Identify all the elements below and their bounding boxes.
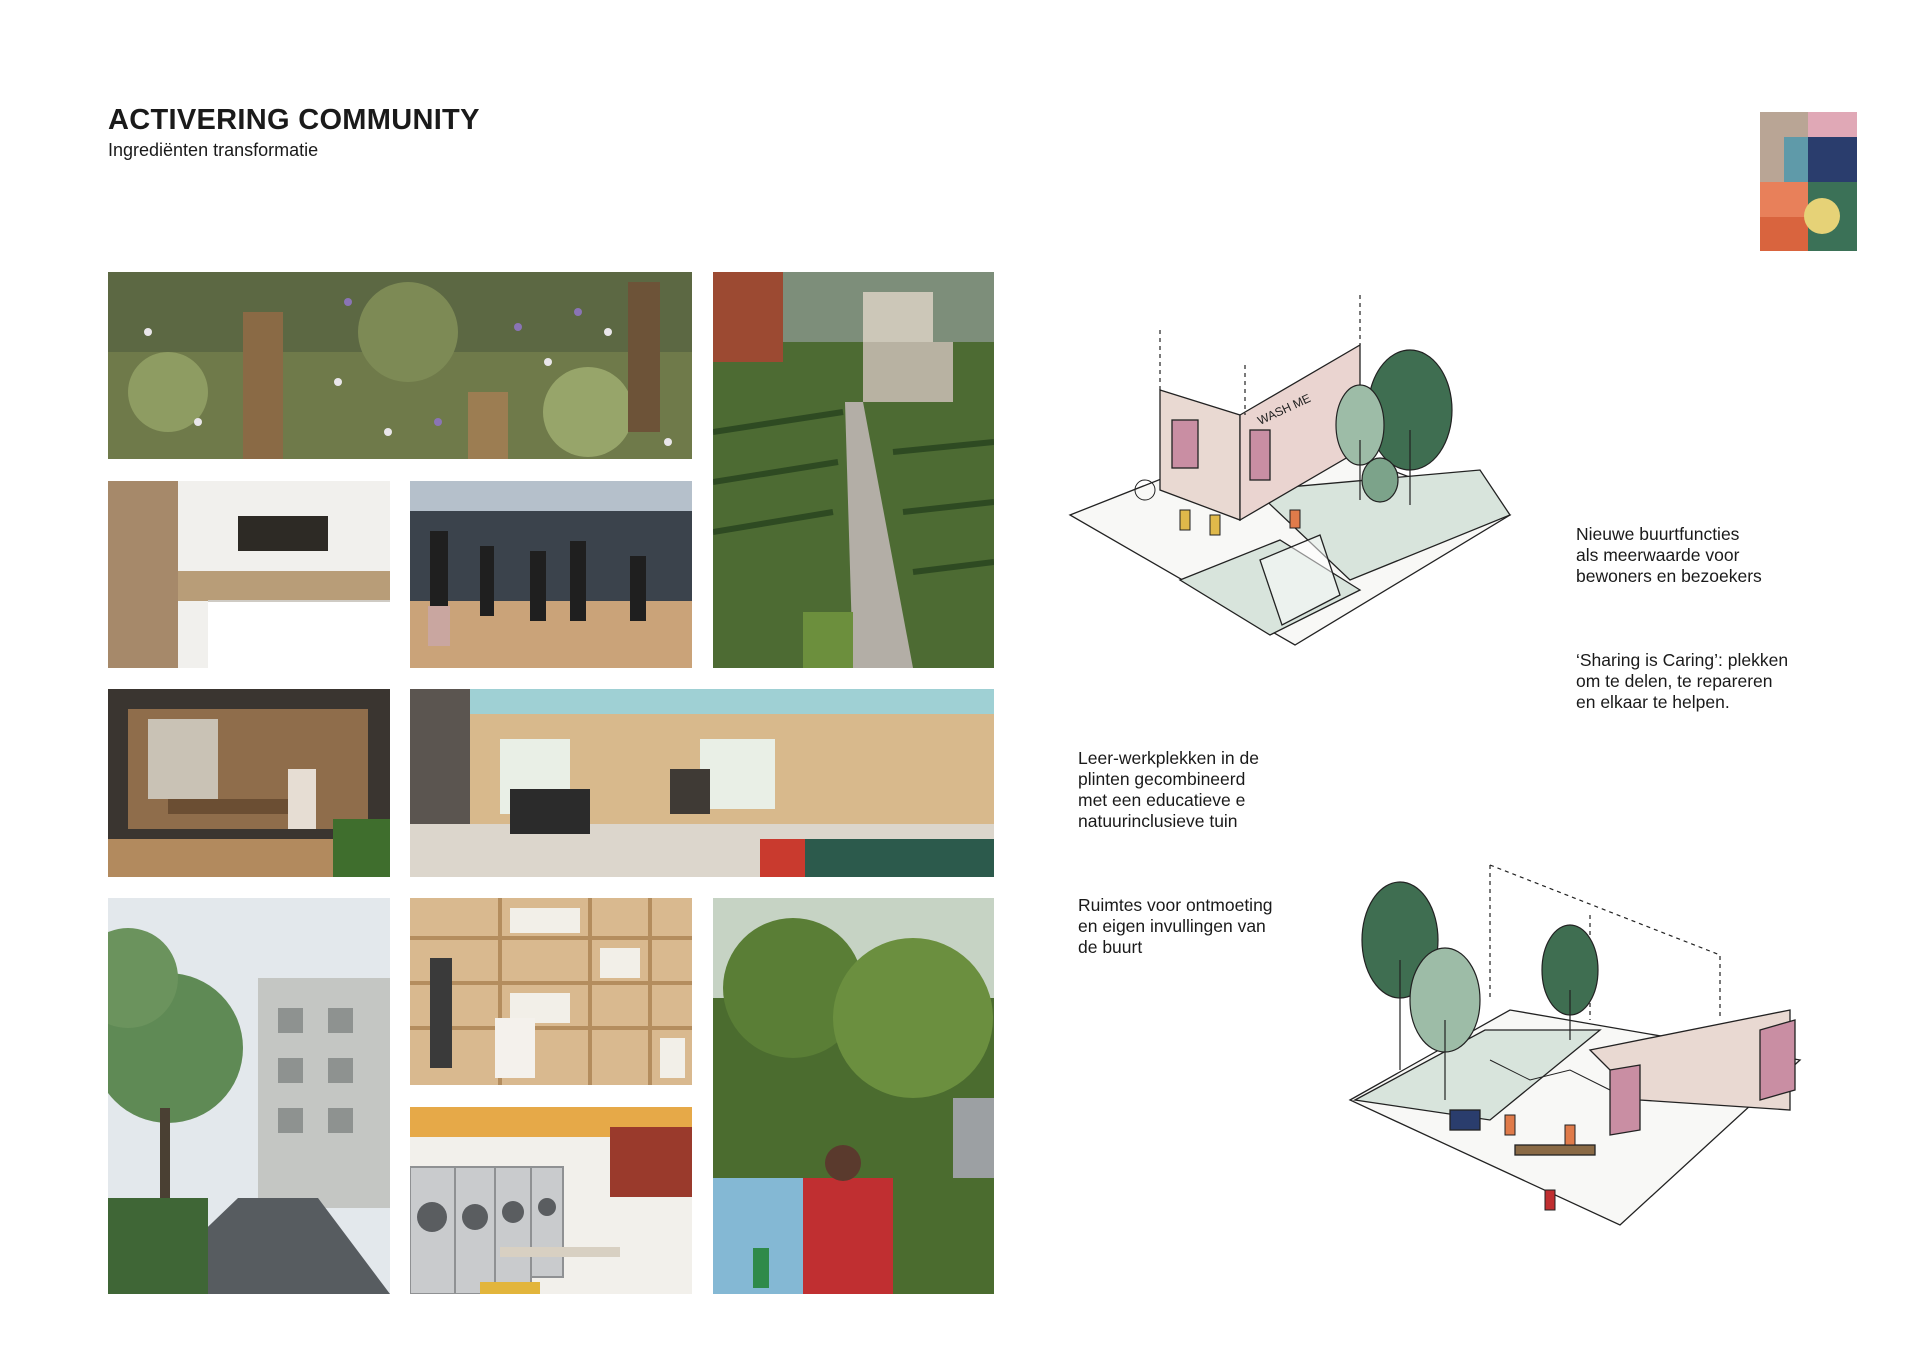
illustration-meeting-space bbox=[1348, 864, 1802, 1226]
illustration-neighbourhood-functions: WASH ME bbox=[1068, 295, 1512, 646]
caption-ruimtes-ontmoeting: Ruimtes voor ontmoeting en eigen invulli… bbox=[1078, 895, 1273, 957]
photo-cafe-terrace bbox=[108, 689, 390, 877]
caption-leer-werkplekken: Leer-werkplekken in de plinten gecombine… bbox=[1078, 748, 1259, 831]
page-subtitle: Ingrediënten transformatie bbox=[108, 140, 319, 160]
photo-laundromat bbox=[410, 1107, 692, 1294]
photo-library-shelves bbox=[410, 898, 692, 1085]
photo-dance-class bbox=[410, 481, 692, 668]
photo-rooftop-farm bbox=[713, 272, 994, 668]
caption-buurtfuncties: Nieuwe buurtfuncties als meerwaarde voor… bbox=[1576, 524, 1762, 586]
caption-sharing-is-caring: ‘Sharing is Caring’: plekken om te delen… bbox=[1576, 650, 1789, 712]
photo-bakery-interior bbox=[108, 481, 390, 668]
photo-green-street-render bbox=[108, 898, 390, 1294]
photo-community-garden-picnic bbox=[713, 898, 994, 1294]
page-title: ACTIVERING COMMUNITY bbox=[108, 104, 480, 136]
photo-wildflowers-insect-hotel bbox=[108, 272, 692, 459]
brand-logo bbox=[1760, 112, 1857, 251]
photo-community-room bbox=[410, 689, 994, 877]
